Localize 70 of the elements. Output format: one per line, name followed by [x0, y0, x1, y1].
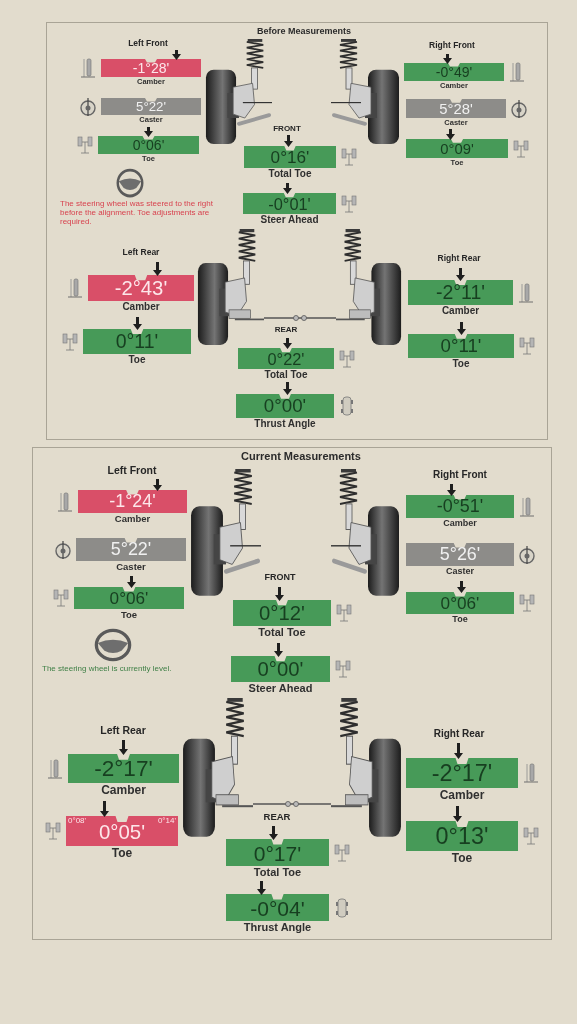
gauge-reading: 5°28' — [439, 101, 473, 117]
gauge-label: Toe — [452, 359, 470, 369]
gauge-label: Toe — [120, 610, 138, 620]
range-limit: 0°14' — [157, 817, 176, 825]
gauge-reading: -0°04' — [250, 897, 305, 919]
gauge-label: Total Toe — [253, 867, 302, 878]
gauge-reading: 5°22' — [136, 100, 166, 114]
gauge-reading: -2°17' — [94, 757, 153, 781]
gauge-reading: -0°49' — [435, 65, 473, 80]
gauge-label: Toe — [111, 847, 133, 859]
wheel-position-heading: Right Rear — [433, 728, 485, 740]
wheel-position-heading: Left Front — [128, 39, 168, 49]
gauge-reading: -1°24' — [109, 493, 156, 511]
gauge-label: Steer Ahead — [260, 215, 319, 225]
gauge-label: Camber — [441, 306, 480, 316]
axle-heading: REAR — [263, 812, 291, 823]
gauge-reading: 0°13' — [435, 824, 489, 849]
axle-heading: FRONT — [273, 124, 301, 134]
wheel-position-heading: Left Rear — [122, 248, 160, 258]
gauge-reading: 0°00' — [263, 397, 307, 416]
gauge-label: Toe — [451, 852, 473, 864]
gauge-reading: -0°01' — [268, 195, 311, 213]
gauge-label: Thrust Angle — [254, 419, 316, 429]
gauge-label: Total Toe — [268, 169, 312, 179]
gauge-reading: 0°05' — [98, 821, 146, 843]
gauge-reading: 0°11' — [115, 332, 159, 352]
gauge-label: Thrust Angle — [243, 922, 312, 933]
axle-heading: REAR — [274, 325, 298, 335]
gauge-reading: -2°17' — [431, 761, 493, 786]
gauge-reading: 0°12' — [259, 603, 305, 624]
wheel-position-heading: Left Front — [107, 464, 157, 477]
gauge-label: Total Toe — [258, 627, 306, 638]
gauge-label: Camber — [439, 789, 485, 801]
gauge-label: Camber — [114, 514, 151, 524]
gauge-label: Toe — [128, 355, 146, 365]
gauge-label: Caster — [116, 562, 146, 572]
measurement-panel — [32, 447, 552, 940]
gauge-reading: 0°06' — [132, 138, 165, 153]
measurement-panel — [46, 22, 548, 440]
wheel-position-heading: Left Rear — [100, 724, 146, 737]
gauge-reading: 0°09' — [440, 141, 474, 157]
gauge-label: Total Toe — [264, 370, 308, 380]
wheel-position-heading: Right Rear — [437, 254, 481, 264]
warning-note: The steering wheel was steered to the right before the alignment. Toe adjustments are required. — [60, 199, 214, 227]
gauge-reading: 0°17' — [253, 842, 302, 864]
gauge-reading: 0°22' — [267, 350, 305, 368]
panel-title: Current Measurements — [241, 450, 361, 463]
axle-heading: FRONT — [264, 572, 296, 583]
gauge-reading: 0°00' — [257, 659, 304, 680]
gauge-reading: -2°43' — [114, 278, 168, 299]
wheel-position-heading: Right Front — [433, 469, 487, 481]
gauge-reading: -0°51' — [436, 498, 484, 516]
wheel-position-heading: Right Front — [429, 41, 475, 51]
gauge-label: Camber — [443, 519, 477, 528]
gauge-label: Steer Ahead — [248, 683, 313, 694]
gauge-label: Camber — [101, 784, 146, 796]
panel-title: Before Measurements — [257, 27, 351, 37]
gauge-reading: 0°06' — [109, 589, 149, 608]
status-note: The steering wheel is currently level. — [42, 664, 172, 674]
gauge-reading: 0°06' — [440, 594, 480, 613]
gauge-label: Camber — [122, 302, 160, 312]
gauge-reading: 5°22' — [110, 541, 152, 559]
gauge-label: Toe — [452, 615, 468, 624]
gauge-reading: -1°28' — [132, 61, 170, 76]
gauge-reading: 0°16' — [270, 148, 310, 167]
gauge-reading: -2°11' — [435, 283, 486, 303]
gauge-reading: 5°26' — [439, 546, 481, 564]
range-limit: 0°08' — [68, 817, 87, 825]
gauge-label: Caster — [446, 567, 474, 576]
gauge-reading: 0°11' — [440, 337, 482, 356]
